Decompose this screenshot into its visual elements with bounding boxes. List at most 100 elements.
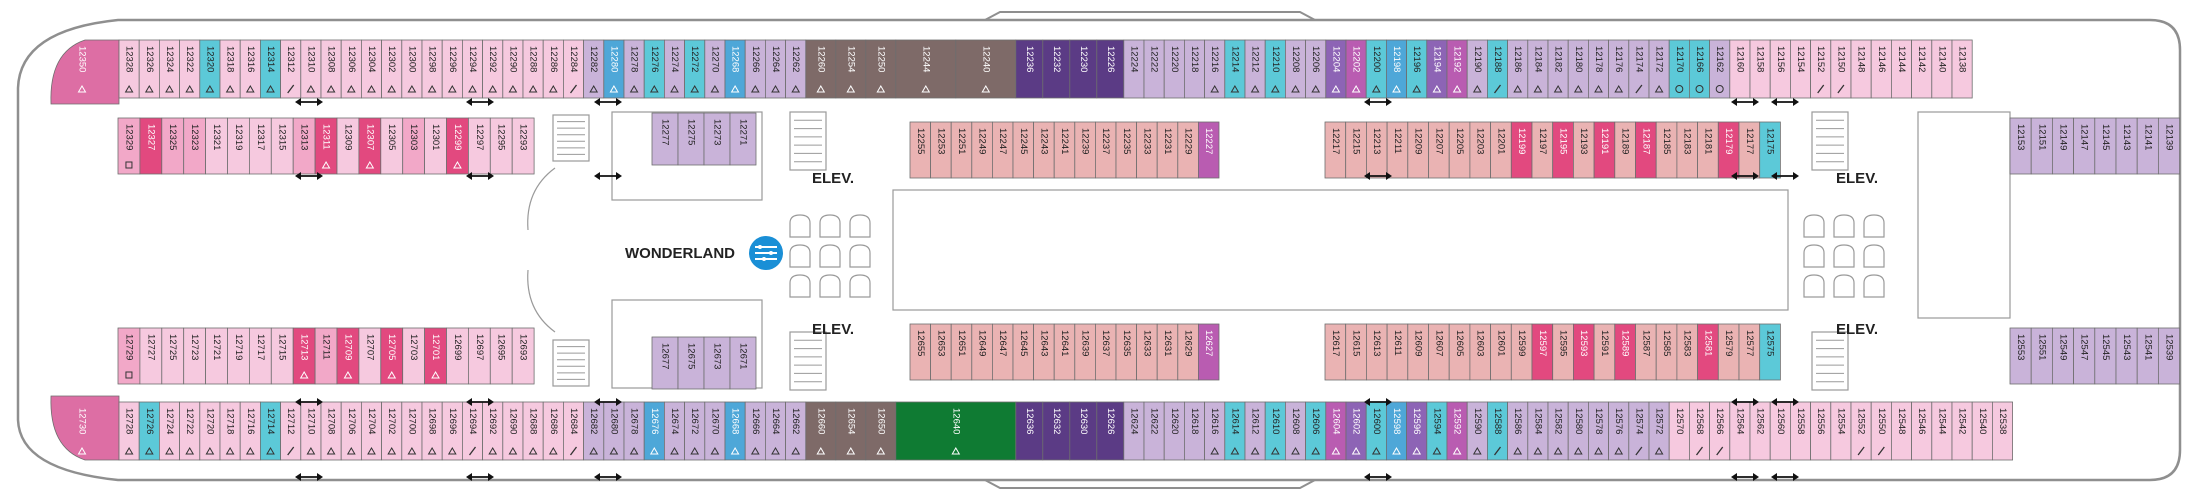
cabin-12274[interactable]: 12274 bbox=[664, 39, 686, 99]
cabin-12710[interactable]: 12710 bbox=[300, 401, 322, 461]
cabin-12664[interactable]: 12664 bbox=[765, 401, 787, 461]
cabin-12553[interactable]: 12553 bbox=[2009, 327, 2032, 385]
cabin-12273[interactable]: 12273 bbox=[703, 112, 731, 166]
cabin-12545[interactable]: 12545 bbox=[2094, 327, 2117, 385]
cabin-12217[interactable]: 12217 bbox=[1324, 121, 1347, 179]
cabin-12594[interactable]: 12594 bbox=[1426, 401, 1448, 461]
cabin-12612[interactable]: 12612 bbox=[1244, 401, 1266, 461]
cabin-12640[interactable]: 12640 bbox=[895, 401, 1017, 461]
cabin-12229[interactable]: 12229 bbox=[1177, 121, 1199, 179]
cabin-12632[interactable]: 12632 bbox=[1042, 401, 1071, 461]
cabin-12547[interactable]: 12547 bbox=[2073, 327, 2096, 385]
cabin-12143[interactable]: 12143 bbox=[2115, 117, 2138, 175]
cabin-12591[interactable]: 12591 bbox=[1593, 323, 1616, 381]
cabin-12604[interactable]: 12604 bbox=[1325, 401, 1347, 461]
cabin-12568[interactable]: 12568 bbox=[1689, 401, 1711, 461]
cabin-12260[interactable]: 12260 bbox=[805, 39, 837, 99]
cabin-12578[interactable]: 12578 bbox=[1588, 401, 1610, 461]
cabin-12577[interactable]: 12577 bbox=[1738, 323, 1761, 381]
cabin-12145[interactable]: 12145 bbox=[2094, 117, 2117, 175]
cabin-12636[interactable]: 12636 bbox=[1015, 401, 1044, 461]
cabin-12647[interactable]: 12647 bbox=[992, 323, 1014, 381]
cabin-12596[interactable]: 12596 bbox=[1406, 401, 1428, 461]
cabin-12264[interactable]: 12264 bbox=[765, 39, 787, 99]
cabin-12711[interactable]: 12711 bbox=[314, 327, 338, 385]
cabin-12677[interactable]: 12677 bbox=[651, 336, 679, 390]
cabin-12309[interactable]: 12309 bbox=[336, 117, 360, 175]
cabin-12588[interactable]: 12588 bbox=[1487, 401, 1509, 461]
cabin-12244[interactable]: 12244 bbox=[895, 39, 957, 99]
cabin-12198[interactable]: 12198 bbox=[1386, 39, 1408, 99]
cabin-12601[interactable]: 12601 bbox=[1490, 323, 1512, 381]
cabin-12540[interactable]: 12540 bbox=[1971, 401, 1993, 461]
cabin-12706[interactable]: 12706 bbox=[340, 401, 362, 461]
cabin-12301[interactable]: 12301 bbox=[424, 117, 447, 175]
cabin-12587[interactable]: 12587 bbox=[1635, 323, 1657, 381]
cabin-12321[interactable]: 12321 bbox=[205, 117, 228, 175]
cabin-12597[interactable]: 12597 bbox=[1531, 323, 1554, 381]
cabin-12216[interactable]: 12216 bbox=[1204, 39, 1226, 99]
cabin-12722[interactable]: 12722 bbox=[179, 401, 201, 461]
cabin-12141[interactable]: 12141 bbox=[2136, 117, 2159, 175]
cabin-12318[interactable]: 12318 bbox=[219, 39, 241, 99]
cabin-12162[interactable]: 12162 bbox=[1709, 39, 1731, 99]
cabin-12627[interactable]: 12627 bbox=[1198, 323, 1220, 381]
cabin-12589[interactable]: 12589 bbox=[1614, 323, 1636, 381]
cabin-12586[interactable]: 12586 bbox=[1507, 401, 1529, 461]
cabin-12704[interactable]: 12704 bbox=[360, 401, 382, 461]
cabin-12637[interactable]: 12637 bbox=[1095, 323, 1117, 381]
cabin-12144[interactable]: 12144 bbox=[1891, 39, 1913, 99]
cabin-12720[interactable]: 12720 bbox=[199, 401, 221, 461]
cabin-12614[interactable]: 12614 bbox=[1224, 401, 1246, 461]
cabin-12315[interactable]: 12315 bbox=[270, 117, 294, 175]
cabin-12688[interactable]: 12688 bbox=[522, 401, 544, 461]
cabin-12208[interactable]: 12208 bbox=[1285, 39, 1307, 99]
cabin-12635[interactable]: 12635 bbox=[1115, 323, 1138, 381]
cabin-12595[interactable]: 12595 bbox=[1552, 323, 1574, 381]
cabin-12235[interactable]: 12235 bbox=[1115, 121, 1138, 179]
cabin-12655[interactable]: 12655 bbox=[909, 323, 932, 381]
cabin-12574[interactable]: 12574 bbox=[1628, 401, 1650, 461]
cabin-12699[interactable]: 12699 bbox=[446, 327, 469, 385]
cabin-12196[interactable]: 12196 bbox=[1406, 39, 1428, 99]
cabin-12615[interactable]: 12615 bbox=[1345, 323, 1367, 381]
cabin-12609[interactable]: 12609 bbox=[1407, 323, 1429, 381]
cabin-12584[interactable]: 12584 bbox=[1527, 401, 1549, 461]
cabin-12148[interactable]: 12148 bbox=[1850, 39, 1872, 99]
cabin-12270[interactable]: 12270 bbox=[704, 39, 726, 99]
cabin-12543[interactable]: 12543 bbox=[2115, 327, 2138, 385]
cabin-12232[interactable]: 12232 bbox=[1042, 39, 1071, 99]
cabin-12311[interactable]: 12311 bbox=[314, 117, 338, 175]
cabin-12633[interactable]: 12633 bbox=[1136, 323, 1158, 381]
cabin-12305[interactable]: 12305 bbox=[380, 117, 404, 175]
cabin-12650[interactable]: 12650 bbox=[865, 401, 897, 461]
cabin-12611[interactable]: 12611 bbox=[1386, 323, 1409, 381]
cabin-12200[interactable]: 12200 bbox=[1365, 39, 1387, 99]
cabin-12662[interactable]: 12662 bbox=[785, 401, 807, 461]
cabin-12558[interactable]: 12558 bbox=[1790, 401, 1812, 461]
cabin-12673[interactable]: 12673 bbox=[703, 336, 731, 390]
cabin-12605[interactable]: 12605 bbox=[1448, 323, 1471, 381]
cabin-12721[interactable]: 12721 bbox=[205, 327, 228, 385]
cabin-12275[interactable]: 12275 bbox=[677, 112, 705, 166]
cabin-12295[interactable]: 12295 bbox=[489, 117, 513, 175]
cabin-12692[interactable]: 12692 bbox=[482, 401, 504, 461]
cabin-12180[interactable]: 12180 bbox=[1567, 39, 1589, 99]
cabin-12204[interactable]: 12204 bbox=[1325, 39, 1347, 99]
cabin-12675[interactable]: 12675 bbox=[677, 336, 705, 390]
cabin-12156[interactable]: 12156 bbox=[1769, 39, 1791, 99]
cabin-12666[interactable]: 12666 bbox=[744, 401, 766, 461]
cabin-12312[interactable]: 12312 bbox=[280, 39, 302, 99]
cabin-12549[interactable]: 12549 bbox=[2051, 327, 2074, 385]
cabin-12284[interactable]: 12284 bbox=[563, 39, 585, 99]
cabin-12140[interactable]: 12140 bbox=[1931, 39, 1953, 99]
cabin-12718[interactable]: 12718 bbox=[219, 401, 241, 461]
cabin-12250[interactable]: 12250 bbox=[865, 39, 897, 99]
cabin-12214[interactable]: 12214 bbox=[1224, 39, 1246, 99]
cabin-12654[interactable]: 12654 bbox=[835, 401, 867, 461]
cabin-12302[interactable]: 12302 bbox=[381, 39, 403, 99]
cabin-12271[interactable]: 12271 bbox=[729, 112, 757, 166]
cabin-12583[interactable]: 12583 bbox=[1676, 323, 1699, 381]
cabin-12556[interactable]: 12556 bbox=[1810, 401, 1832, 461]
cabin-12542[interactable]: 12542 bbox=[1951, 401, 1973, 461]
